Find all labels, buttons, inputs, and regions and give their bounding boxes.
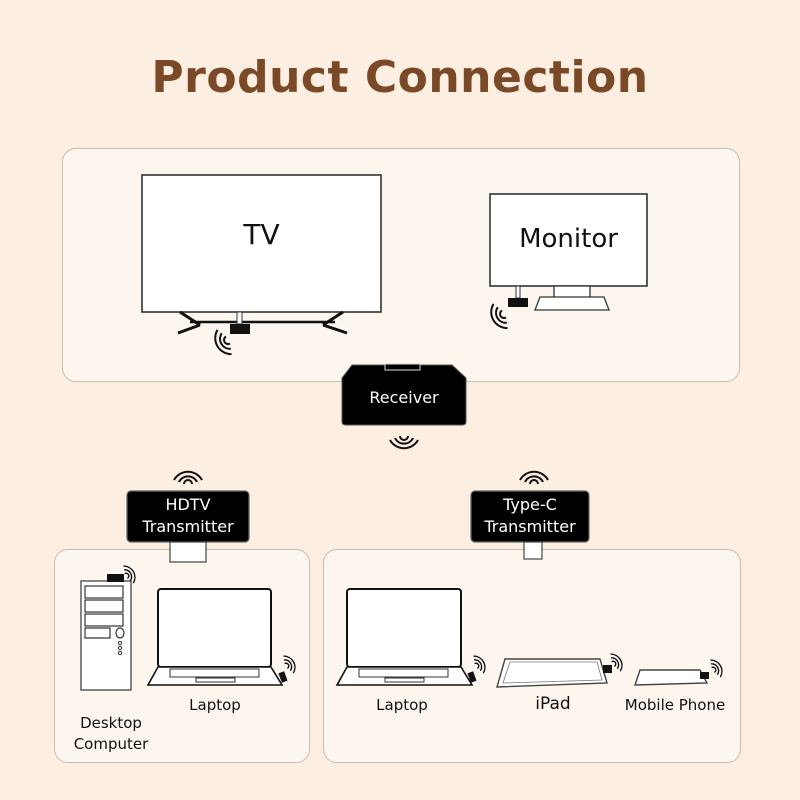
typec-transmitter-line1: Type-C [503, 495, 557, 514]
typec-transmitter-line2: Transmitter [484, 517, 576, 536]
laptop-left-label: Laptop [189, 696, 241, 714]
desktop-computer-label: Desktop Computer [56, 713, 166, 755]
ipad-label: iPad [535, 694, 571, 714]
typec-transmitter-label: Type-C Transmitter [471, 494, 589, 538]
tv-label: TV [243, 218, 280, 251]
monitor-icon [489, 193, 648, 311]
laptop-icon [335, 588, 477, 686]
tablet-icon [496, 658, 612, 688]
mobile-phone-label: Mobile Phone [624, 696, 726, 714]
desktop-tower-icon [80, 574, 132, 691]
receiver-label: Receiver [369, 388, 439, 407]
wifi-signal-icon [173, 470, 203, 485]
wifi-signal-icon [485, 300, 512, 334]
laptop-icon [146, 588, 288, 686]
laptop-right-label: Laptop [376, 696, 428, 714]
page-title: Product Connection [151, 52, 649, 103]
hdtv-transmitter-line1: HDTV [165, 495, 211, 514]
wifi-signal-icon [389, 435, 419, 450]
wifi-signal-icon [280, 652, 300, 676]
wifi-signal-icon [519, 470, 549, 485]
desktop-line1: Desktop [80, 714, 142, 732]
desktop-line2: Computer [73, 735, 149, 753]
hdtv-transmitter-label: HDTV Transmitter [127, 494, 249, 538]
wifi-signal-icon [470, 652, 490, 676]
monitor-label: Monitor [519, 224, 618, 254]
wifi-signal-icon [707, 656, 727, 680]
hdmi-plug-icon [126, 490, 250, 563]
tv-icon [141, 174, 382, 335]
receiver-icon [341, 363, 467, 426]
hdtv-transmitter-line2: Transmitter [142, 517, 234, 536]
phone-icon [634, 669, 709, 686]
usb-c-plug-icon [470, 490, 590, 560]
